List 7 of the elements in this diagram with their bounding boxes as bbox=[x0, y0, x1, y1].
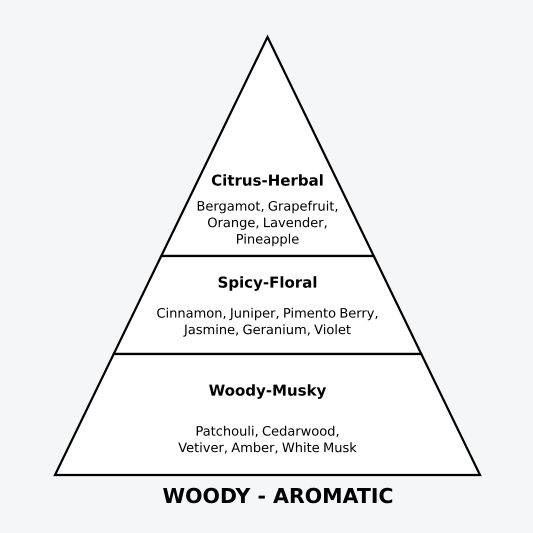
band-heading: Spicy-Floral bbox=[218, 276, 316, 291]
ingredient-list: Patchouli, Cedarwood, Vetiver, Amber, White Musk bbox=[178, 426, 357, 454]
ingredient-list: Cinnamon, Juniper, Pimento Berry, Jasmine, Geranium, Violet bbox=[157, 308, 378, 337]
band-heading: Woody-Musky bbox=[209, 384, 326, 399]
pyramid-caption: WOODY - AROMATIC bbox=[163, 488, 392, 504]
band-heading: Citrus-Herbal bbox=[212, 174, 323, 186]
ingredient-list: Bergamot, Grapefruit, Orange, Lavender, Pineapple bbox=[198, 200, 338, 246]
